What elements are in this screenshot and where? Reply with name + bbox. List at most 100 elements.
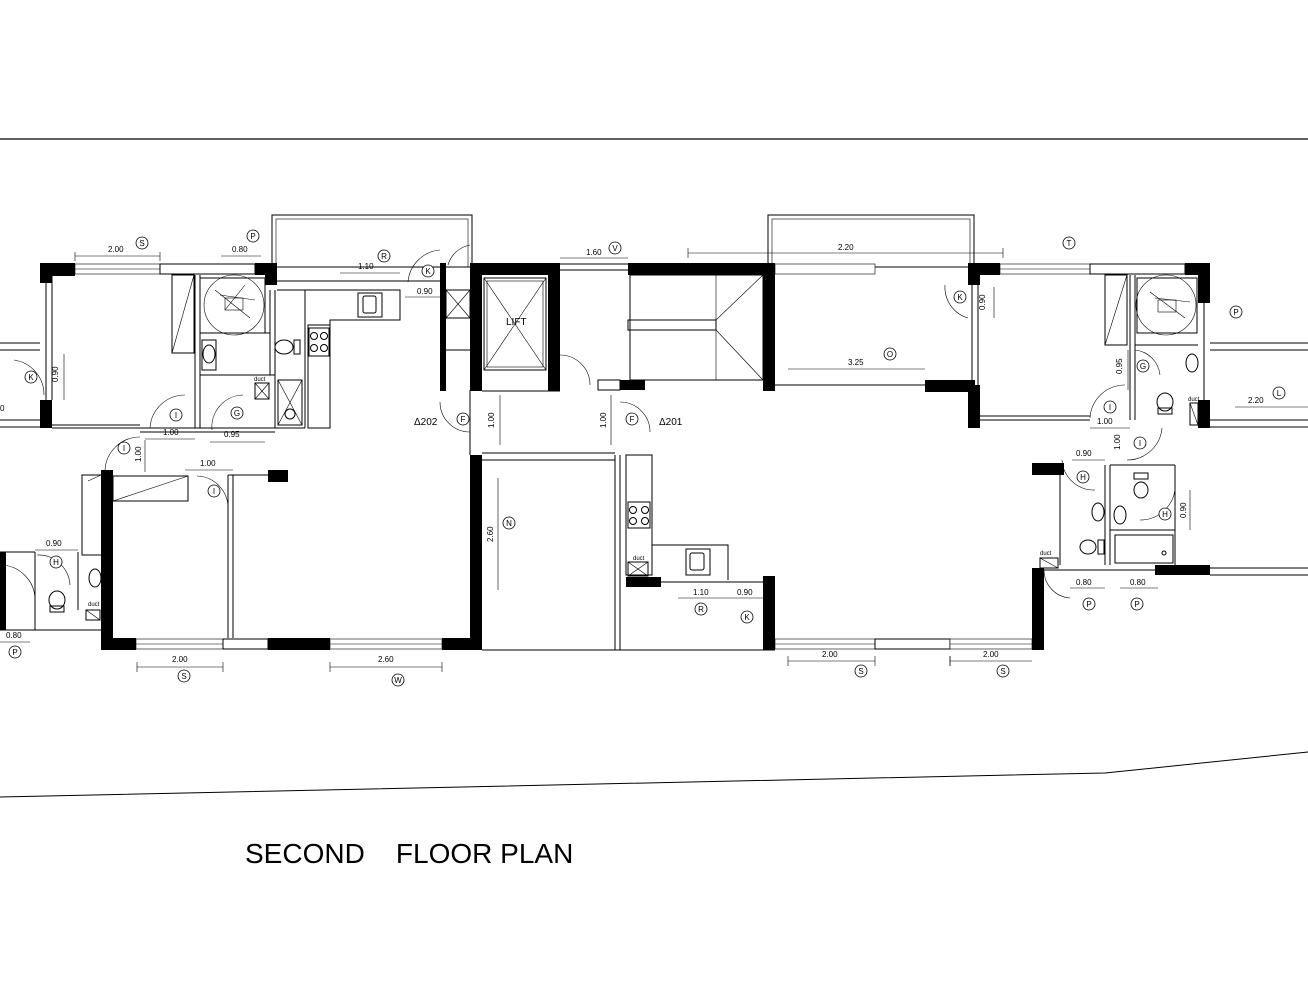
tag-h: H [49, 555, 63, 569]
dim-label: 0 [0, 404, 5, 413]
tag-k: K [953, 290, 967, 304]
svg-text:G: G [234, 409, 240, 418]
dim-label: 1.00 [1097, 417, 1113, 426]
svg-text:I: I [123, 444, 125, 453]
tag-p: P [8, 645, 22, 659]
dim-label: 2.60 [486, 526, 495, 542]
svg-text:I: I [175, 411, 177, 420]
duct-label: duct [1188, 397, 1200, 403]
dim-label: 1.60 [586, 248, 602, 257]
duct-label: duct [88, 602, 100, 608]
dim-label: 0.80 [1130, 578, 1146, 587]
tag-v: V [608, 241, 622, 255]
dim-label: 2.00 [108, 245, 124, 254]
dim-label: 0.80 [1076, 578, 1092, 587]
fixtures [48, 274, 1199, 621]
dim-label: 1.00 [200, 459, 216, 468]
tag-p: P [1229, 305, 1243, 319]
svg-text:P: P [12, 648, 17, 657]
tag-i: I [169, 408, 183, 422]
tag-n: N [502, 516, 516, 530]
duct-label: duct [1040, 551, 1052, 557]
reference-tags: S P R K V T K P O K G L I G F F I I I I … [8, 229, 1286, 687]
svg-text:H: H [53, 558, 59, 567]
tag-o: O [883, 347, 897, 361]
svg-text:H: H [1162, 510, 1168, 519]
dim-label: 0.80 [6, 631, 22, 640]
duct-labels: duct duct duct duct duct [88, 377, 1200, 608]
svg-text:F: F [630, 415, 635, 424]
dim-label: 2.20 [838, 243, 854, 252]
svg-text:K: K [744, 613, 750, 622]
svg-text:K: K [425, 267, 431, 276]
dim-label: 0.90 [51, 366, 60, 382]
tag-p: P [246, 229, 260, 243]
svg-text:R: R [698, 605, 704, 614]
svg-text:P: P [250, 232, 255, 241]
tag-i: I [1133, 436, 1147, 450]
dim-label: 0.95 [224, 430, 240, 439]
dim-label: 0.90 [1179, 502, 1188, 518]
tag-l: L [1272, 386, 1286, 400]
svg-text:K: K [28, 373, 34, 382]
dim-label: 1.10 [358, 262, 374, 271]
tag-f: F [456, 412, 470, 426]
dim-label: 0.90 [46, 539, 62, 548]
svg-text:T: T [1067, 239, 1072, 248]
svg-text:N: N [506, 519, 512, 528]
site-boundary-bottom [0, 751, 1308, 798]
svg-text:S: S [858, 667, 863, 676]
dim-label: 1.10 [693, 588, 709, 597]
dim-label: 2.00 [822, 650, 838, 659]
svg-text:L: L [1277, 389, 1282, 398]
svg-text:H: H [1080, 473, 1086, 482]
drawing-title: SECOND FLOOR PLAN [245, 838, 573, 869]
dim-label: 0.90 [417, 287, 433, 296]
svg-text:K: K [957, 293, 963, 302]
tag-t: T [1062, 236, 1076, 250]
dim-label: 1.00 [1113, 434, 1122, 450]
svg-text:W: W [394, 676, 402, 685]
dim-label: 2.00 [983, 650, 999, 659]
tag-h: H [1158, 507, 1172, 521]
tag-i: I [207, 484, 221, 498]
duct-label: duct [254, 377, 266, 383]
lift-shaft [445, 277, 547, 371]
dim-label: 1.00 [487, 412, 496, 428]
tag-p: P [1082, 597, 1096, 611]
svg-text:V: V [612, 244, 618, 253]
lift-label: LIFT [506, 317, 527, 328]
dim-label: 1.00 [134, 446, 143, 462]
svg-text:P: P [1233, 308, 1238, 317]
tag-i: I [117, 441, 131, 455]
balcony-right [767, 214, 975, 268]
dim-label: 2.00 [172, 655, 188, 664]
tag-r: R [694, 602, 708, 616]
tag-f: F [625, 412, 639, 426]
svg-text:I: I [1109, 403, 1111, 412]
unit-label-201: Δ201 [659, 417, 683, 428]
tag-p: P [1130, 597, 1144, 611]
dim-label: 0.90 [737, 588, 753, 597]
svg-text:I: I [1139, 439, 1141, 448]
tag-g: G [1136, 359, 1150, 373]
svg-text:R: R [381, 252, 387, 261]
tag-h: H [1076, 470, 1090, 484]
tag-k: K [421, 264, 435, 278]
dim-label: 1.00 [599, 412, 608, 428]
tag-s: S [996, 664, 1010, 678]
dimension-lines [0, 248, 1308, 672]
dim-label: 0.95 [1115, 358, 1124, 374]
balcony-left [271, 214, 473, 268]
tag-s: S [854, 664, 868, 678]
tag-k: K [740, 610, 754, 624]
tag-r: R [377, 249, 391, 263]
svg-text:P: P [1134, 600, 1139, 609]
svg-text:P: P [1086, 600, 1091, 609]
dim-label: 0.90 [1076, 449, 1092, 458]
svg-text:S: S [139, 239, 144, 248]
svg-text:I: I [213, 487, 215, 496]
tag-i: I [1103, 400, 1117, 414]
svg-text:G: G [1140, 362, 1146, 371]
